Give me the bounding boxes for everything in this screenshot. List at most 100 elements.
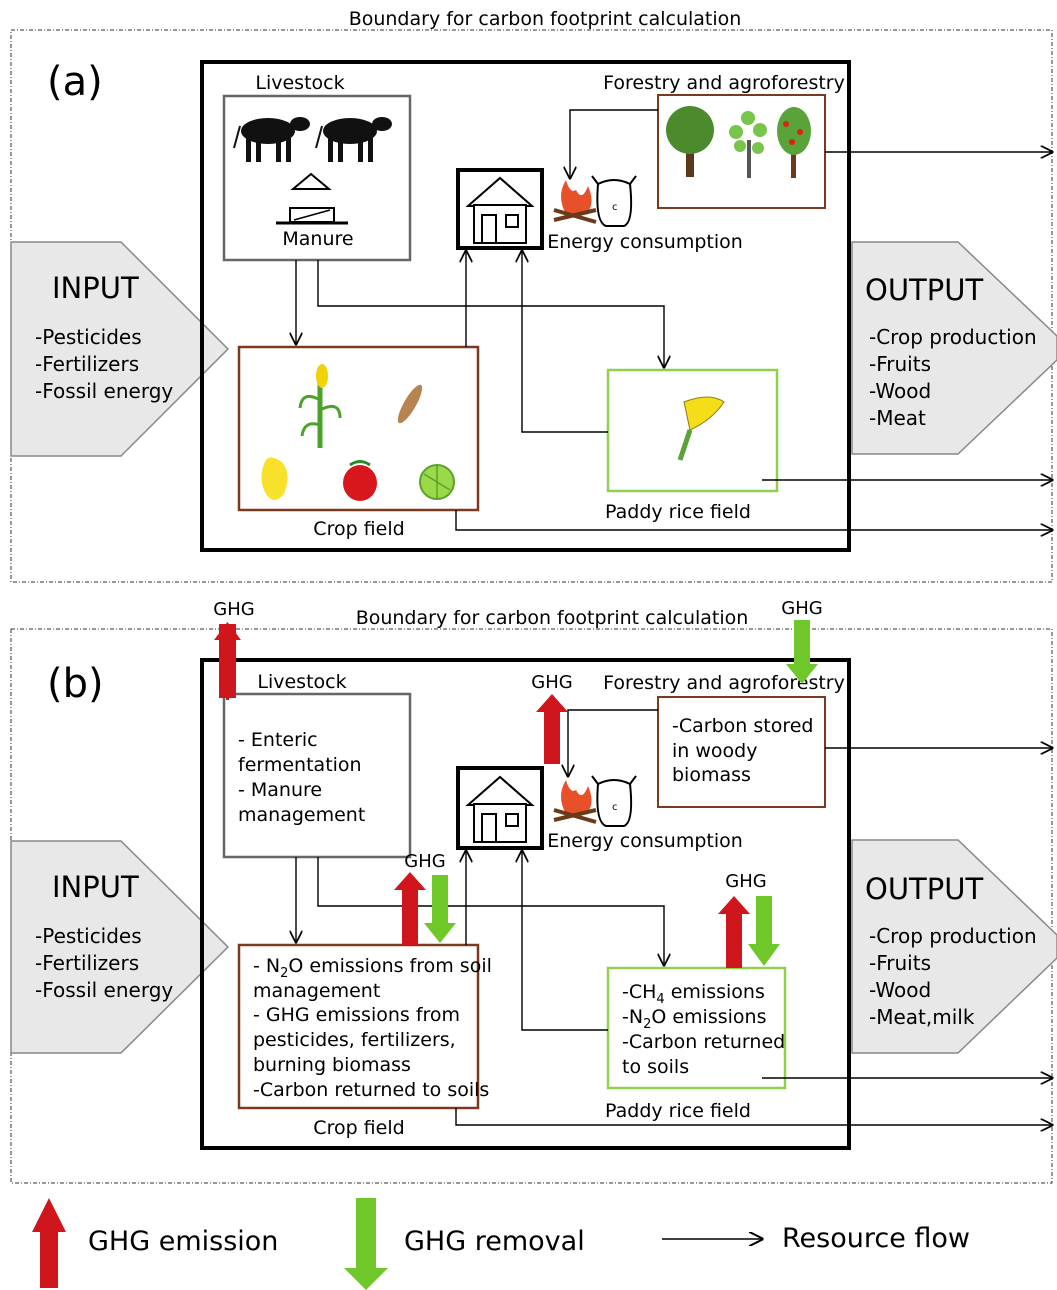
output-title-a: OUTPUT (865, 273, 983, 307)
input-title-b: INPUT (52, 870, 139, 904)
ghg-label: GHG (404, 851, 445, 872)
crop-field-item-b: - N2O emissions from soil (253, 955, 492, 981)
panel-label-b: (b) (47, 661, 104, 707)
fire-icon (553, 180, 597, 224)
ghg-label: GHG (213, 599, 254, 620)
flow-crop-out (455, 510, 1052, 530)
legend-removal-label: GHG removal (404, 1226, 585, 1257)
input-arrow-b: INPUT -Pesticides -Fertilizers -Fossil e… (10, 840, 230, 1054)
legend-emission: GHG emission (32, 1198, 278, 1288)
ghg-label: GHG (781, 598, 822, 619)
farm-system-box-b (200, 658, 851, 1150)
paddy-item-b: -CH4 emissions (622, 981, 765, 1007)
livestock-item-b: - Manure (238, 779, 322, 801)
boundary-label-b: Boundary for carbon footprint calculatio… (356, 607, 749, 629)
flow-paddy-to-house (522, 251, 608, 433)
forestry-title-a: Forestry and agroforestry (603, 72, 845, 94)
ghg-emission-livestock: GHG (213, 599, 255, 700)
input-item-b: -Fertilizers (35, 951, 139, 975)
fire-icon (553, 780, 597, 824)
output-item-a: -Fruits (869, 352, 931, 376)
flow-forestry-to-fire (568, 709, 658, 776)
paddy-item-b: to soils (622, 1056, 689, 1078)
energy-label-a: Energy consumption (547, 231, 743, 253)
triangle-icon (290, 172, 332, 190)
resource-flows-b (296, 709, 1052, 1125)
flow-livestock-to-paddy (317, 260, 664, 367)
removal-arrow-icon (356, 1198, 376, 1270)
input-title-a: INPUT (52, 271, 139, 305)
panel-label-a: (a) (47, 59, 103, 105)
flow-paddy-to-house (522, 851, 608, 1031)
paddy-item-b: -Carbon returned (622, 1031, 785, 1053)
ghg-removal-forestry: GHG (781, 598, 823, 684)
crop-field-item-b: burning biomass (253, 1054, 411, 1076)
crop-field-item-b: pesticides, fertilizers, (253, 1029, 456, 1051)
flow-forestry-to-fire (570, 109, 658, 178)
livestock-title-a: Livestock (255, 72, 344, 94)
output-item-b: -Crop production (869, 924, 1037, 948)
panel-b: Boundary for carbon footprint calculatio… (10, 598, 1057, 1184)
output-arrow-a: OUTPUT -Crop production -Fruits -Wood -M… (851, 241, 1057, 455)
livestock-item-b: fermentation (238, 754, 362, 776)
emission-arrow-icon (40, 1230, 58, 1288)
forestry-item-b: -Carbon stored (672, 715, 813, 737)
corn-icon (298, 364, 342, 448)
legend-flow: Resource flow (662, 1223, 970, 1254)
forestry-box-b (657, 696, 826, 808)
potato-icon (261, 457, 288, 500)
farm-system-box-a (200, 60, 851, 552)
output-item-a: -Wood (869, 379, 931, 403)
crop-field-item-b: management (253, 980, 380, 1002)
legend-flow-label: Resource flow (782, 1223, 970, 1254)
sapling-icon (729, 111, 767, 178)
cow-icon (233, 117, 310, 162)
livestock-item-b: management (238, 804, 365, 826)
flow-livestock-to-paddy (317, 857, 664, 965)
tomato-icon (343, 460, 377, 501)
forestry-title-b: Forestry and agroforestry (603, 672, 845, 694)
crop-field-item-b: -Carbon returned to soils (253, 1079, 489, 1101)
ghg-label: GHG (725, 871, 766, 892)
ghg-label: GHG (531, 672, 572, 693)
house-icon (456, 168, 544, 250)
flow-crop-out (455, 1108, 1052, 1125)
forestry-item-b: biomass (672, 764, 751, 786)
output-item-a: -Crop production (869, 325, 1037, 349)
tree-icon (666, 106, 714, 177)
ghg-crop-field: GHG (394, 851, 456, 945)
ghg-emission-energy: GHG (531, 672, 573, 764)
legend-removal: GHG removal (344, 1198, 585, 1290)
seed-icon (397, 384, 423, 424)
ghg-paddy: GHG (718, 871, 780, 968)
paddy-label-a: Paddy rice field (605, 501, 751, 523)
livestock-item-b: - Enteric (238, 729, 318, 751)
output-arrow-b: OUTPUT -Crop production -Fruits -Wood -M… (851, 839, 1057, 1054)
resource-flows-a (296, 109, 1052, 530)
charcoal-bag-icon: c (591, 175, 637, 227)
input-item-b: -Fossil energy (35, 978, 173, 1002)
fruit-tree-icon (777, 107, 811, 178)
output-item-b: -Wood (869, 978, 931, 1002)
boundary-label-a: Boundary for carbon footprint calculatio… (349, 8, 742, 30)
input-item-b: -Pesticides (35, 924, 142, 948)
livestock-box-b (222, 692, 412, 859)
manure-icon (276, 207, 348, 225)
legend: GHG emission GHG removal Resource flow (32, 1198, 970, 1290)
panel-a: Boundary for carbon footprint calculatio… (10, 8, 1057, 583)
paddy-label-b: Paddy rice field (605, 1100, 751, 1122)
forestry-item-b: in woody (672, 740, 757, 762)
cabbage-icon (419, 464, 455, 500)
svg-text:c: c (612, 202, 618, 213)
input-item-a: -Pesticides (35, 325, 142, 349)
charcoal-bag-icon: c (591, 775, 637, 827)
rice-icon (677, 396, 725, 461)
output-item-b: -Fruits (869, 951, 931, 975)
paddy-box-a (606, 368, 779, 493)
livestock-title-b: Livestock (257, 671, 346, 693)
legend-emission-label: GHG emission (88, 1226, 278, 1257)
paddy-item-b: -N2O emissions (622, 1006, 766, 1032)
house-icon (456, 766, 544, 850)
crop-field-label-a: Crop field (313, 518, 404, 540)
